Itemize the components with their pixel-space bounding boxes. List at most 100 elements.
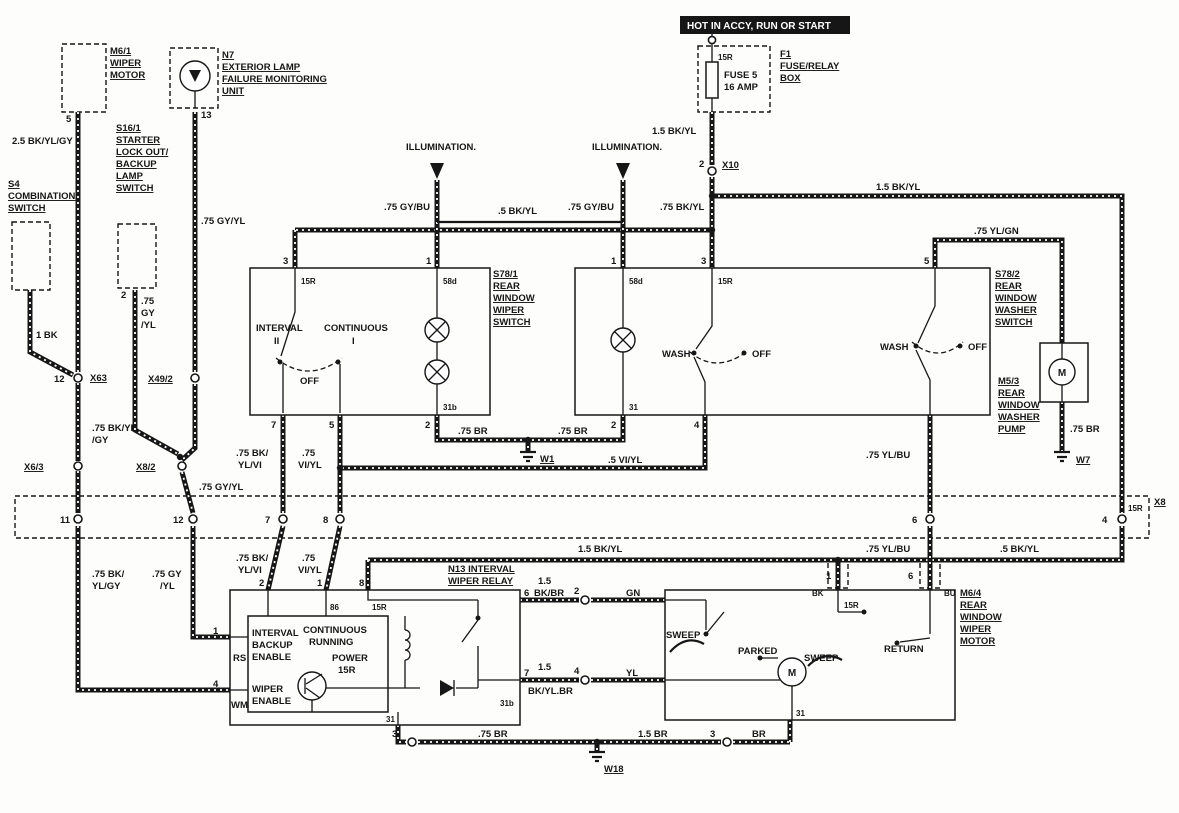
diagram-label: 1 bbox=[317, 578, 323, 589]
connector-x63 bbox=[73, 373, 83, 383]
diagram-label: POWER bbox=[332, 653, 368, 664]
diagram-label: 16 AMP bbox=[724, 82, 759, 93]
diagram-label: 15R bbox=[1128, 504, 1143, 513]
diagram-label: 1 bbox=[426, 256, 432, 267]
diagram-label: VI/YL bbox=[298, 460, 322, 471]
diagram-label: 8 bbox=[323, 515, 328, 526]
component-box-m5-3-washer-pump bbox=[1039, 342, 1089, 403]
diagram-label: FUSE/RELAY bbox=[780, 61, 840, 72]
diagram-label: X6/3 bbox=[24, 462, 44, 473]
diagram-label: 2 bbox=[425, 420, 430, 431]
connector-node bbox=[722, 737, 732, 747]
ground-symbol-w18 bbox=[589, 750, 605, 763]
lamp-cross-lines bbox=[428, 321, 632, 381]
connector-node bbox=[407, 737, 417, 747]
diagram-label: 58d bbox=[629, 277, 643, 286]
diagram-label: 86 bbox=[330, 603, 339, 612]
diagram-label: SWITCH bbox=[493, 317, 531, 328]
diagram-label: WASHER bbox=[998, 412, 1040, 423]
diagram-label: M5/3 bbox=[998, 376, 1019, 387]
diagram-label: 7 bbox=[265, 515, 270, 526]
diagram-label: .75 BK/ bbox=[92, 569, 125, 580]
diagram-label: .75 BR bbox=[558, 426, 588, 437]
diagram-label: 7 bbox=[524, 668, 529, 679]
diagram-label: F1 bbox=[780, 49, 792, 60]
diagram-label: PARKED bbox=[738, 646, 778, 657]
diagram-label: BU bbox=[944, 589, 956, 598]
diagram-label: M bbox=[1058, 368, 1066, 379]
wire-path bbox=[280, 268, 438, 415]
diagram-label: OFF bbox=[968, 342, 987, 353]
diagram-label: COMBINATION bbox=[8, 191, 76, 202]
diagram-label: 1.5 BK/YL bbox=[876, 182, 921, 193]
hot-in-accy-banner bbox=[680, 16, 850, 34]
diagram-label: WIPER bbox=[493, 305, 524, 316]
diagram-label: 8 bbox=[359, 578, 364, 589]
relay-coil-symbol bbox=[404, 629, 411, 661]
diagram-label: RS bbox=[233, 653, 246, 664]
diagram-label: .75 BK/YL bbox=[92, 423, 137, 434]
component-box-n7-lamp-failure-unit bbox=[169, 47, 219, 109]
diagram-label: YL/VI bbox=[238, 460, 262, 471]
diagram-label: /YL bbox=[160, 581, 175, 592]
lamp-failure-unit-glyph bbox=[189, 70, 201, 82]
diagram-label: SWEEP bbox=[804, 653, 839, 664]
diagram-label: 31 bbox=[629, 403, 638, 412]
diagram-label: BR bbox=[752, 729, 766, 740]
diagram-label: WIPER bbox=[110, 58, 141, 69]
diagram-label: BK/YL.BR bbox=[528, 686, 573, 697]
diagram-label: .75 BR bbox=[478, 729, 508, 740]
diagram-label: 31 bbox=[386, 715, 395, 724]
diagram-label: VI/YL bbox=[298, 565, 322, 576]
diagram-label: M6/1 bbox=[110, 46, 132, 57]
diagram-label: W18 bbox=[604, 764, 624, 775]
diagram-label: .75 bbox=[302, 553, 316, 564]
diagram-label: 2 bbox=[699, 159, 704, 170]
diagram-label: LOCK OUT/ bbox=[116, 147, 169, 158]
ground-symbol-w1 bbox=[520, 450, 536, 463]
component-box-n13-interval-wiper-relay bbox=[229, 589, 521, 726]
diagram-label: ILLUMINATION. bbox=[406, 142, 476, 153]
diagram-label: 1.5 bbox=[538, 576, 552, 587]
connector-node bbox=[580, 595, 590, 605]
diagram-label: 3 bbox=[710, 729, 715, 740]
diagram-label: SWEEP bbox=[666, 630, 701, 641]
diagram-label: .75 bbox=[302, 448, 316, 459]
diagram-label: FUSE 5 bbox=[724, 70, 758, 81]
diagram-label: W7 bbox=[1076, 455, 1090, 466]
diagram-label: ENABLE bbox=[252, 652, 291, 663]
diagram-label: LAMP bbox=[116, 171, 144, 182]
diagram-label: /GY bbox=[92, 435, 109, 446]
sweep-arrow-arcs bbox=[669, 639, 843, 667]
diagram-label: S78/1 bbox=[493, 269, 519, 280]
diagram-label: WINDOW bbox=[493, 293, 535, 304]
motor-icon bbox=[777, 657, 807, 687]
diagram-label: SWITCH bbox=[8, 203, 46, 214]
diagram-label: .75 YL/BU bbox=[866, 544, 910, 555]
diagram-label: X49/2 bbox=[148, 374, 173, 385]
diagram-label: 5 bbox=[329, 420, 335, 431]
motor-internal-wires bbox=[665, 590, 931, 720]
diagram-label: WM bbox=[231, 700, 248, 711]
diagram-label: 58d bbox=[443, 277, 457, 286]
diagram-label: WASH bbox=[880, 342, 909, 353]
diagram-label: 5 bbox=[924, 256, 930, 267]
diagram-label: WIPER bbox=[960, 624, 991, 635]
diagram-label: 6 bbox=[912, 515, 917, 526]
diagram-label: .75 BR bbox=[1070, 424, 1100, 435]
diagram-label: BACKUP bbox=[116, 159, 157, 170]
connector-node bbox=[580, 675, 590, 685]
diagram-label: REAR bbox=[493, 281, 520, 292]
diagram-label: .75 GY/BU bbox=[568, 202, 614, 213]
diagram-label: ENABLE bbox=[252, 696, 291, 707]
diagram-label: .75 YL/BU bbox=[866, 450, 910, 461]
diagram-label: WINDOW bbox=[998, 400, 1040, 411]
diagram-label: 5 bbox=[66, 114, 72, 125]
diagram-label: CONTINUOUS bbox=[303, 625, 367, 636]
diagram-label: BOX bbox=[780, 73, 801, 84]
diagram-label: YL bbox=[626, 668, 638, 679]
diagram-label: .75 bbox=[141, 296, 155, 307]
diagram-label: .5 BK/YL bbox=[1000, 544, 1039, 555]
